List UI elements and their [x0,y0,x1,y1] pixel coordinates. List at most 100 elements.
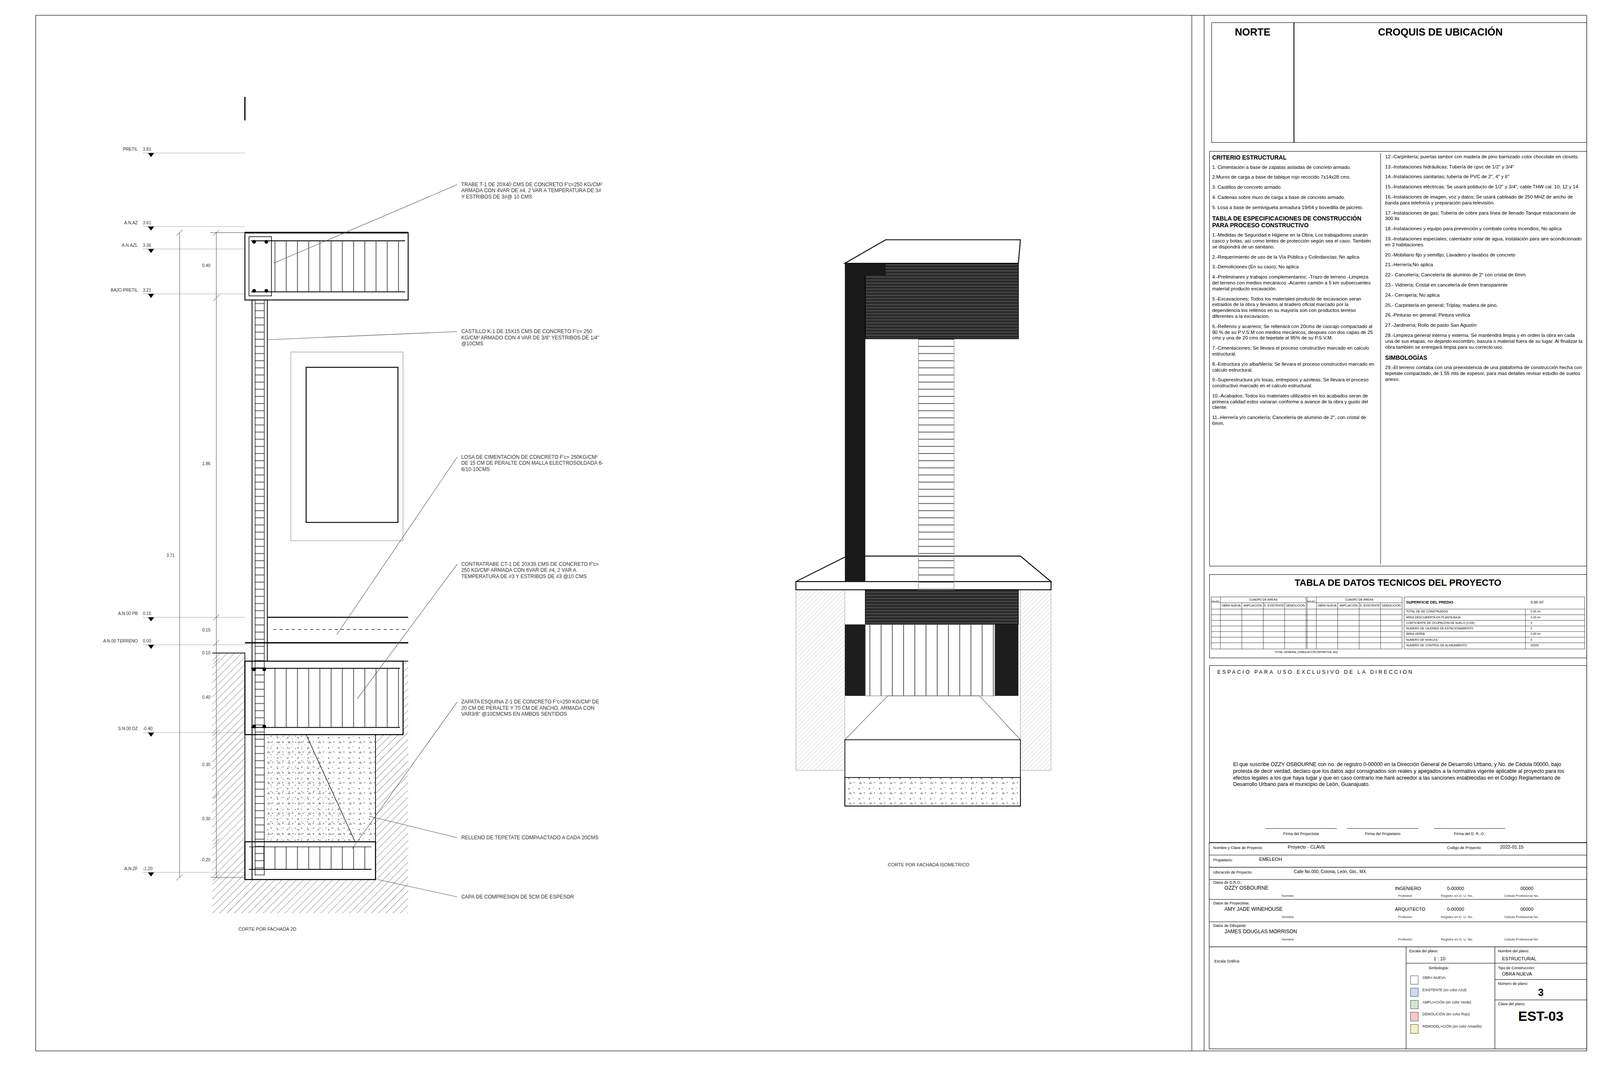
level-name: S.N.00 DZ [118,726,138,732]
table-cell: CUADRO DE AREAS [1344,598,1374,602]
field-label: Escala del plano: [1409,948,1439,954]
table-cell: CUADRO DE AREAS [1249,598,1278,602]
panel-text: 12.-Carpintería; puertas tambor con made… [1384,154,1584,160]
panel-text: TABLA DE ESPECIFICACIONES DE CONSTRUCCIÓ… [1212,215,1376,230]
field-value: 2022-01.15 [1500,844,1524,850]
field-value: 00000 [1520,906,1534,913]
dimension: 0.30 [201,816,212,822]
field-label: Datos de Proyectista: [1213,901,1250,906]
field-value: ESTRUCTURAL [1502,956,1537,962]
panel-text: 16.-Instalaciones de imagen, voz y datos… [1384,194,1584,207]
table-cell: AREA DESCUBIERTA EN PLANTA BAJA [1406,615,1461,620]
level-name: A.N.00 PB [118,611,138,617]
field-caption: Cédula Profesional No. [1503,893,1539,899]
dimension: 3.71 [165,553,176,559]
table-cell: NIVEL [1211,600,1220,604]
field-label: Nombre y Clave de Proyecto: [1213,845,1264,851]
text-column: 12.-Carpintería; puertas tambor con made… [1384,154,1584,563]
panel-text: 14.-Instalaciones sanitarias; tubería de… [1384,173,1584,180]
panel-text: 4. Cadenas sobre muro de carga a base de… [1212,194,1376,201]
legend-text: OBRA NUEVA [1422,976,1495,981]
signature-label: Firma del Proyectista [1282,831,1319,837]
panel-text: 9.-Superestructura y/o losas, entrepisos… [1212,377,1376,389]
table-cell: 0.00 m² [1530,632,1541,636]
panel-text: 28.-Limpieza general interna y externa. … [1384,332,1584,351]
table-cell: AMPLIACION [1339,604,1358,608]
legend-text: REMODELACIÓN (en color Amarillo) [1422,1024,1495,1029]
field-label: Datos de D.R.O.: [1213,880,1243,886]
field-value: 0-00000 [1446,906,1464,913]
direction-panel: ESPACIO PARA USO EXCLUSIVO DE LA DIRECCI… [1209,665,1587,843]
table-cell: COEFICIENTE DE OCUPACION DE SUELO (COS) [1406,621,1475,625]
callout-note: CAPA DE COMPRESION DE 5CM DE ESPESOR [461,893,605,900]
dimension: 0.15 [201,627,212,633]
table-cell: 0 [1530,626,1533,631]
table-cell: 0 [1530,621,1533,625]
legend-swatch [1410,975,1419,985]
caption: CORTE POR FACHADA ISOMETRICO [888,862,970,868]
level-value: 3.21 [143,287,152,293]
panel-text: 20.-Mobiliario fijo y semifijo; Lavadero… [1384,252,1584,259]
level-value: 0.15 [143,611,152,617]
table-cell: AMPLIACION [1243,604,1262,608]
panel-text: 5.-Excavaciones; Todos los materiales pr… [1212,296,1376,320]
level-value: 3.61 [143,220,152,226]
field-label: Ubicación de Proyecto: [1213,870,1253,875]
panel-text: 24.- Cerrajería; No aplica [1384,292,1584,299]
panel-heading: CROQUIS DE UBICACIÓN [1294,22,1587,39]
dimension: 1.86 [201,461,212,467]
field-label: Número de plano: [1497,981,1529,987]
table-cell: E. EXISTENTE [1263,604,1284,608]
field-value: ARQUITECTO [1394,906,1426,913]
field-value: OBRA NUEVA [1502,971,1533,977]
dimension: 0.20 [201,857,212,863]
level-name: A.N.ZF [124,866,138,872]
legend-swatch [1410,1024,1419,1034]
field-caption: Profesión [1398,915,1413,920]
level-name: A.N.AZ [124,220,138,226]
callout-note: LOSA DE CIMENTACIÓN DE CONCRETO F'c= 250… [461,454,605,473]
panel-text: 19.-Instalaciones especiales; calentador… [1384,236,1584,249]
field-value: Calle No.000, Colonia, León, Gto., MX. [1293,869,1368,875]
location-sketch-box: CROQUIS DE UBICACIÓN [1293,22,1587,143]
field-caption: Profesión [1398,893,1413,899]
panel-text: 22.- Cancelería; Cancelería de aluminio … [1384,272,1584,279]
field-caption: Registro en D. U. No. [1440,937,1474,942]
legend-swatch [1410,987,1419,998]
field-label: Clave del plano: [1497,1001,1526,1007]
field-caption: Profesión [1398,937,1413,942]
signature-label: Firma del Propietario [1365,831,1401,837]
field-value: 0-00000 [1446,885,1464,892]
legend-text: AMPLIACIÓN (en color Verde) [1422,1000,1495,1005]
text-column: CRITERIO ESTRUCTURAL1. Cimentación a bas… [1212,154,1376,563]
field-value: 1 : 10 [1433,956,1446,962]
dimension: 0.40 [201,695,212,701]
panel-heading: CRITERIO ESTRUCTURAL [1212,154,1376,162]
panel-text: 3.-Demoliciones (En su caso); No aplica [1212,264,1376,271]
panel-text: El que suscribe OZZY OSBOURNE con no. de… [1233,761,1570,789]
level-value: -1.20 [143,866,153,872]
callout-note: TRABE T-1 DE 20X40 CMS DE CONCRETO F'c=2… [461,181,605,200]
table-cell: TOTAL DE M2 CONSTRUIDOS [1406,609,1449,614]
field-label: Propietario: [1213,857,1233,863]
field-caption: Cédula Profesional No. [1503,937,1539,942]
panel-text: 7.-Cimentaciones; Se llevara el proceso … [1212,345,1376,358]
level-value: 3.36 [143,242,152,249]
callout-note: RELLENO DE TEPETATE COMPAACTADO A CADA 2… [461,834,605,841]
field-value: EMELEOH [1259,856,1283,863]
sheet-number: 3 [1537,986,1544,999]
panel-heading: NORTE [1211,22,1294,39]
table-cell: ÁREA VERDE [1406,632,1426,636]
caption: CORTE POR FACHADA 2D [238,926,297,933]
level-name: A.N.AZL [121,242,138,249]
panel-text: 3. Castillos de concreto armado. [1212,184,1376,191]
table-cell: DEMOLICION [1382,604,1401,608]
sheet-key: EST-03 [1518,1008,1564,1025]
legend-text: DEMOLICIÓN (en color Rojo) [1422,1012,1495,1017]
field-value: JAMES DOUGLAS MORRISON [1224,928,1297,935]
table-cell: 0.00 m² [1530,615,1541,620]
field-caption: Registro en D. U. No. [1440,893,1474,899]
field-value: INGENIERO [1394,885,1421,892]
